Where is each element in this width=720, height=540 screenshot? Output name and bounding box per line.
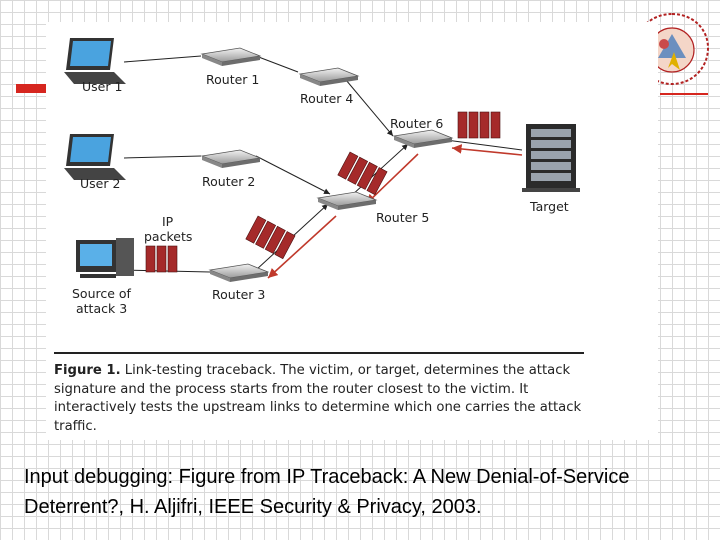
ip-packet-icon — [145, 245, 178, 273]
router-icon — [200, 149, 262, 168]
router-icon — [208, 263, 270, 282]
label-user2: User 2 — [80, 176, 120, 191]
label-router6: Router 6 — [390, 116, 443, 131]
accent-red-bar — [16, 84, 50, 93]
label-router5: Router 5 — [376, 210, 429, 225]
link-router6-target — [445, 139, 523, 151]
ip-packet-icon — [245, 215, 296, 260]
figure-caption: Figure 1. Link-testing traceback. The vi… — [54, 362, 594, 436]
trace-router5-router3 — [267, 215, 337, 279]
laptop-icon — [64, 134, 126, 180]
label-router4: Router 4 — [300, 91, 353, 106]
label-ip-line2: packets — [144, 229, 192, 244]
label-source-line2: attack 3 — [76, 301, 127, 316]
figure-caption-label: Figure 1. — [54, 363, 121, 378]
router-icon — [200, 47, 262, 66]
link-router2-router5 — [255, 155, 331, 195]
label-source-line1: Source of — [72, 286, 132, 301]
router-icon — [316, 191, 378, 210]
caption-rule — [54, 352, 584, 354]
server-rack-icon — [522, 124, 580, 192]
label-router3: Router 3 — [212, 287, 265, 302]
university-logo — [634, 12, 710, 86]
link-user2-router2 — [123, 155, 202, 159]
laptop-icon — [64, 38, 126, 84]
traceback-path — [267, 144, 523, 279]
figure-caption-text: Link-testing traceback. The victim, or t… — [54, 363, 582, 434]
link-router1-router4 — [255, 55, 299, 73]
trace-target-router6 — [451, 144, 523, 156]
label-ip-line1: IP — [162, 214, 174, 229]
accent-red-line — [660, 93, 708, 95]
trace-router6-router5 — [365, 153, 419, 205]
ip-packet-icon — [457, 111, 501, 139]
slide-caption: Input debugging: Figure from IP Tracebac… — [24, 466, 630, 518]
desktop-computer-icon — [76, 238, 134, 278]
figure-panel: User 1 User 2 Source of attack 3 Router … — [46, 22, 658, 440]
label-router1: Router 1 — [206, 72, 259, 87]
label-router2: Router 2 — [202, 174, 255, 189]
link-user1-router1 — [123, 55, 202, 63]
ip-packet-icon — [337, 151, 388, 196]
label-target: Target — [529, 199, 569, 214]
router-icon — [298, 67, 360, 86]
traceback-diagram: User 1 User 2 Source of attack 3 Router … — [64, 38, 580, 316]
link-router4-router6 — [345, 79, 394, 137]
label-user1: User 1 — [82, 79, 122, 94]
router-icon — [392, 129, 454, 148]
